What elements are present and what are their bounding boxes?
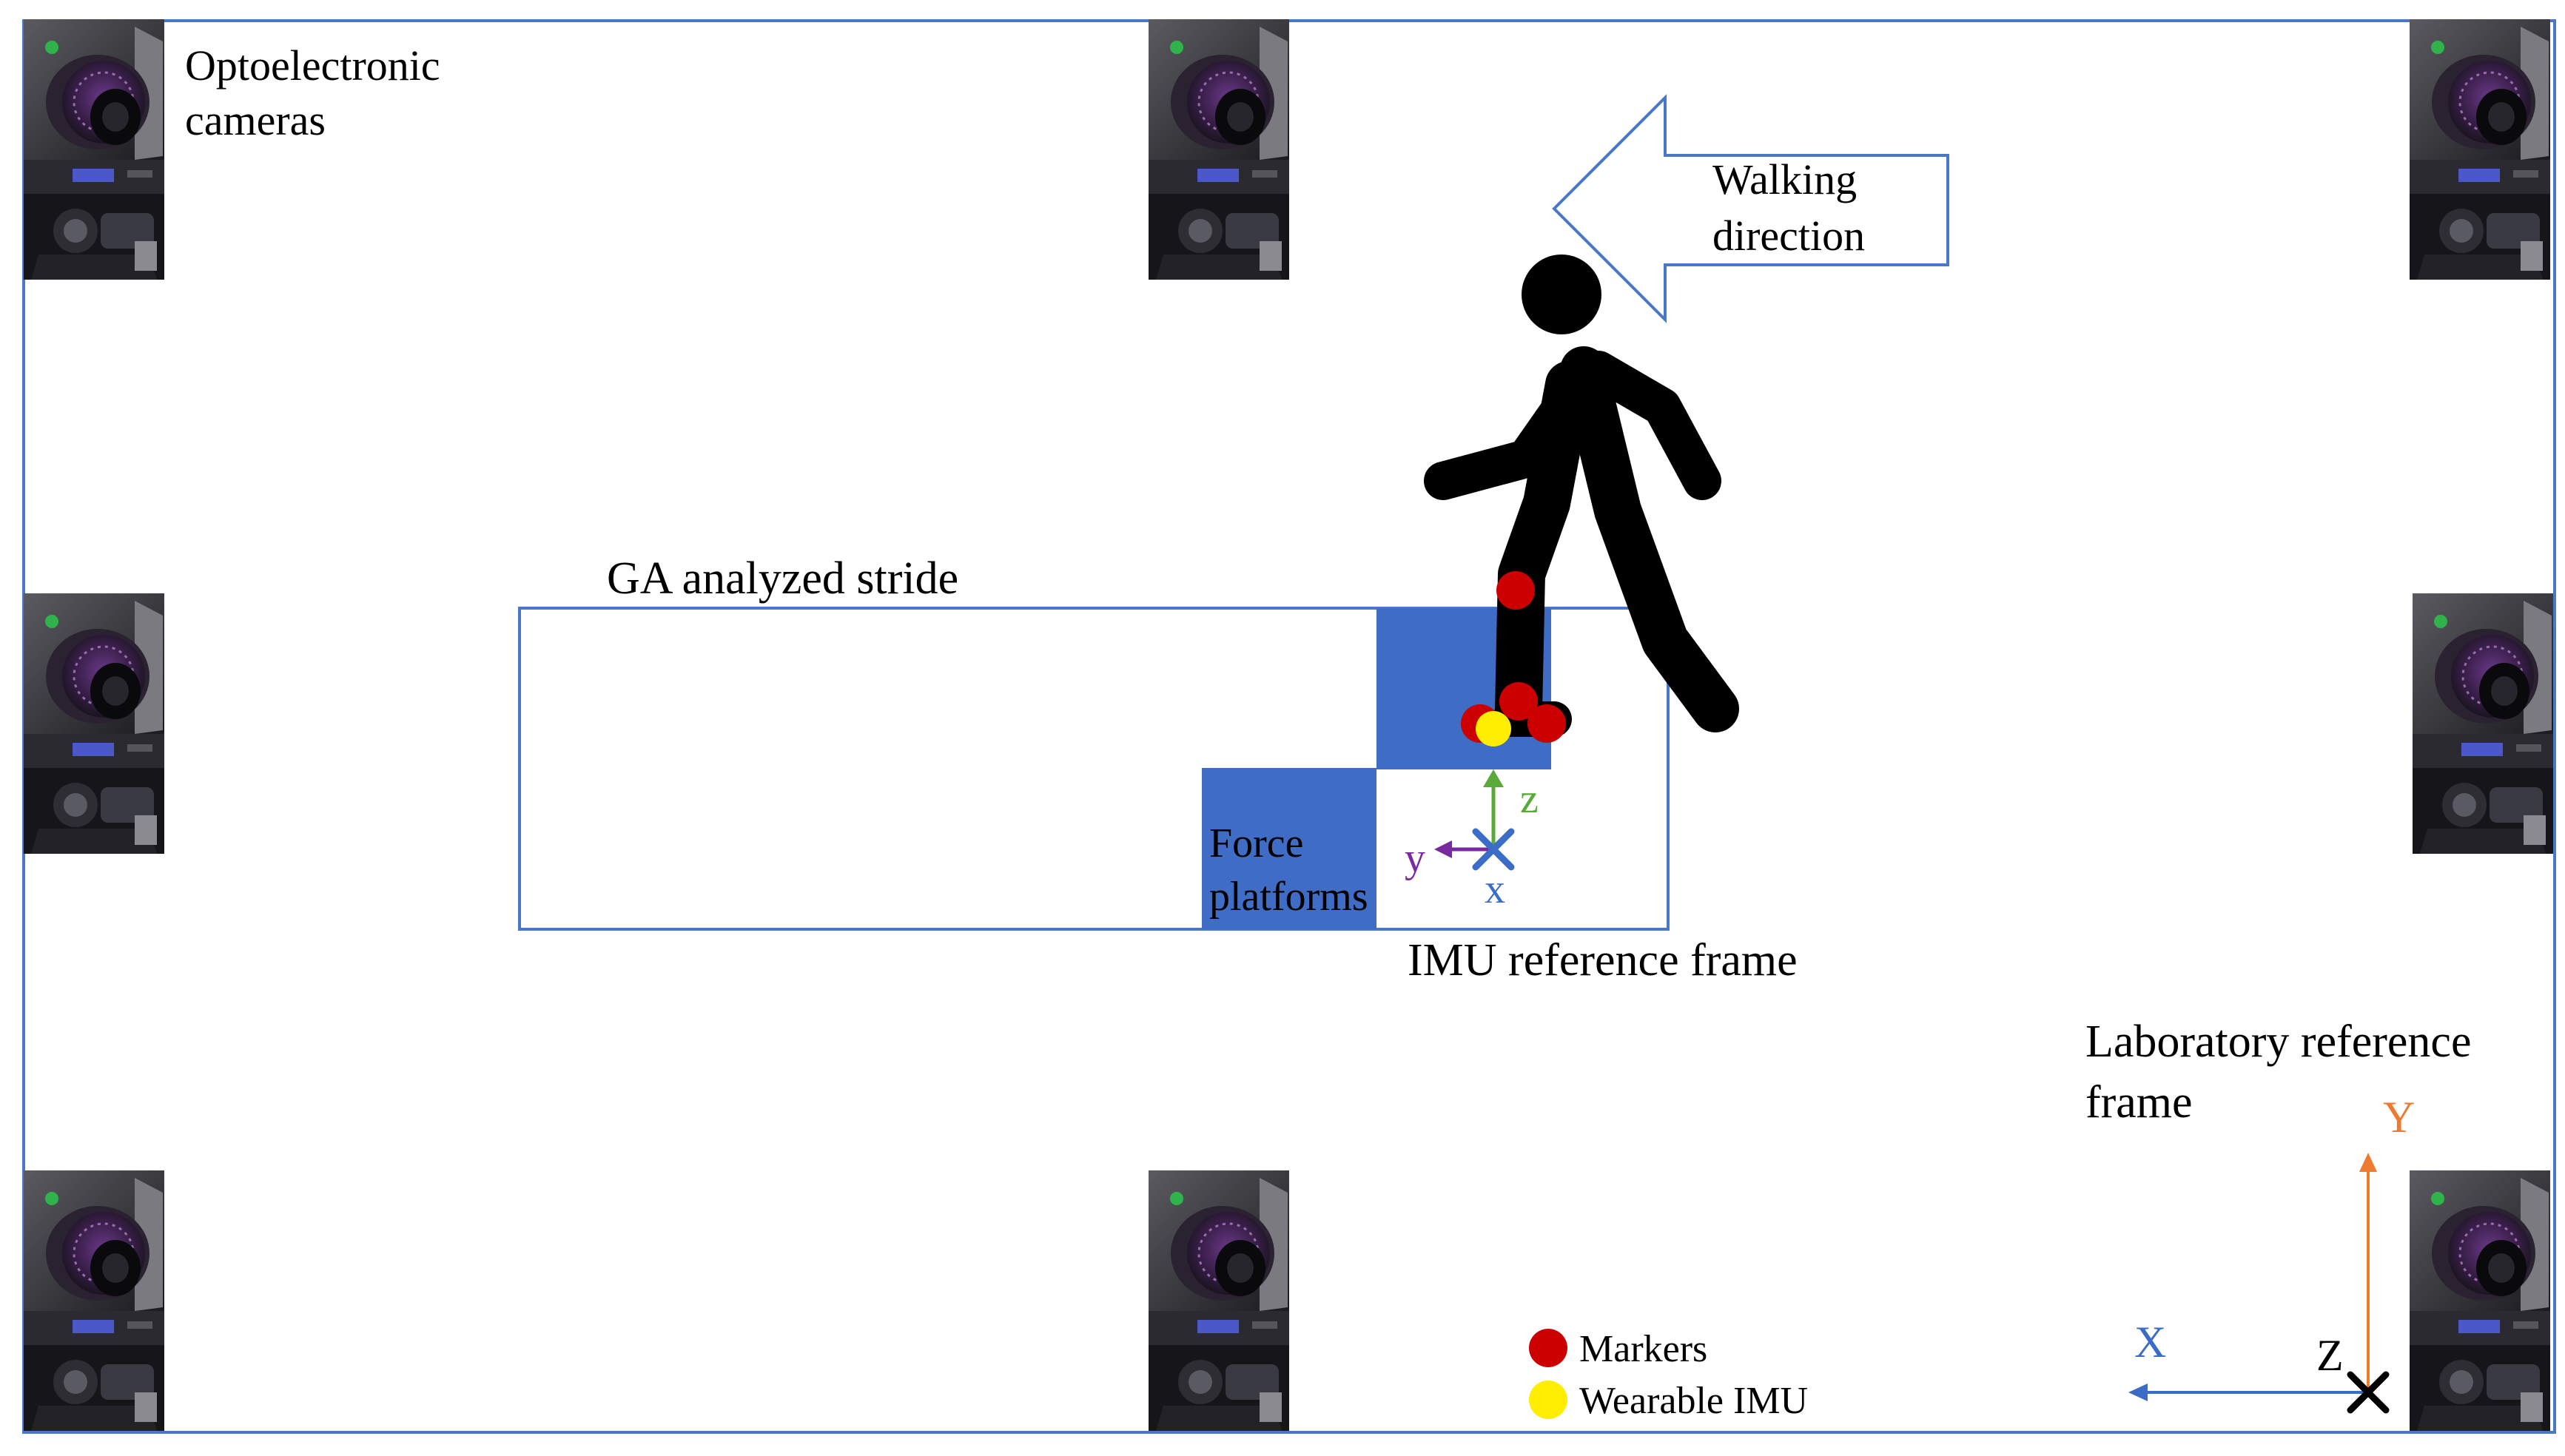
- walking-direction-line2: direction: [1712, 212, 1865, 260]
- imu-frame-title: IMU reference frame: [1408, 935, 1798, 985]
- marker-knee: [1496, 571, 1535, 610]
- cameras-label-line1: Optoelectronic: [185, 41, 440, 90]
- camera-mid-left: [22, 592, 166, 855]
- force-platforms-line1: Force: [1209, 820, 1304, 866]
- lab-axes: [2128, 1153, 2390, 1414]
- legend-imu-swatch: [1529, 1381, 1567, 1419]
- camera-top-left: [22, 18, 166, 281]
- imu-axis-z-label: z: [1520, 776, 1539, 822]
- lab-axis-X-label: X: [2134, 1318, 2166, 1366]
- camera-top-center: [1147, 18, 1291, 281]
- stride-region: [518, 607, 1670, 931]
- lab-frame-line1: Laboratory reference: [2085, 1017, 2471, 1067]
- force-platform-lower: [1202, 768, 1376, 929]
- walking-direction-arrow: [1552, 94, 1949, 323]
- force-platforms-line2: platforms: [1209, 874, 1368, 920]
- camera-bottom-right: [2408, 1169, 2552, 1432]
- lab-frame-line2: frame: [2085, 1077, 2193, 1128]
- lab-axis-Y-label: Y: [2383, 1093, 2415, 1142]
- marker-ankle: [1499, 682, 1538, 721]
- imu-axis-x-label: x: [1485, 866, 1505, 912]
- wearable-imu-dot: [1476, 711, 1511, 746]
- stride-label: GA analyzed stride: [607, 553, 958, 604]
- imu-axes: [1434, 769, 1515, 871]
- lab-axis-Z-label: Z: [2316, 1331, 2344, 1380]
- legend-marker-swatch: [1529, 1329, 1567, 1367]
- camera-bottom-center: [1147, 1169, 1291, 1432]
- camera-top-right: [2408, 18, 2552, 281]
- camera-mid-right: [2411, 592, 2555, 855]
- walking-direction-line1: Walking: [1712, 155, 1857, 203]
- imu-axis-y-label: y: [1405, 835, 1425, 881]
- walking-person-icon: [1424, 255, 1739, 737]
- legend-imu-label: Wearable IMU: [1579, 1380, 1808, 1422]
- marker-toe: [1527, 704, 1566, 743]
- legend-markers-label: Markers: [1579, 1328, 1707, 1370]
- camera-bottom-left: [22, 1169, 166, 1432]
- cameras-label-line2: cameras: [185, 96, 326, 144]
